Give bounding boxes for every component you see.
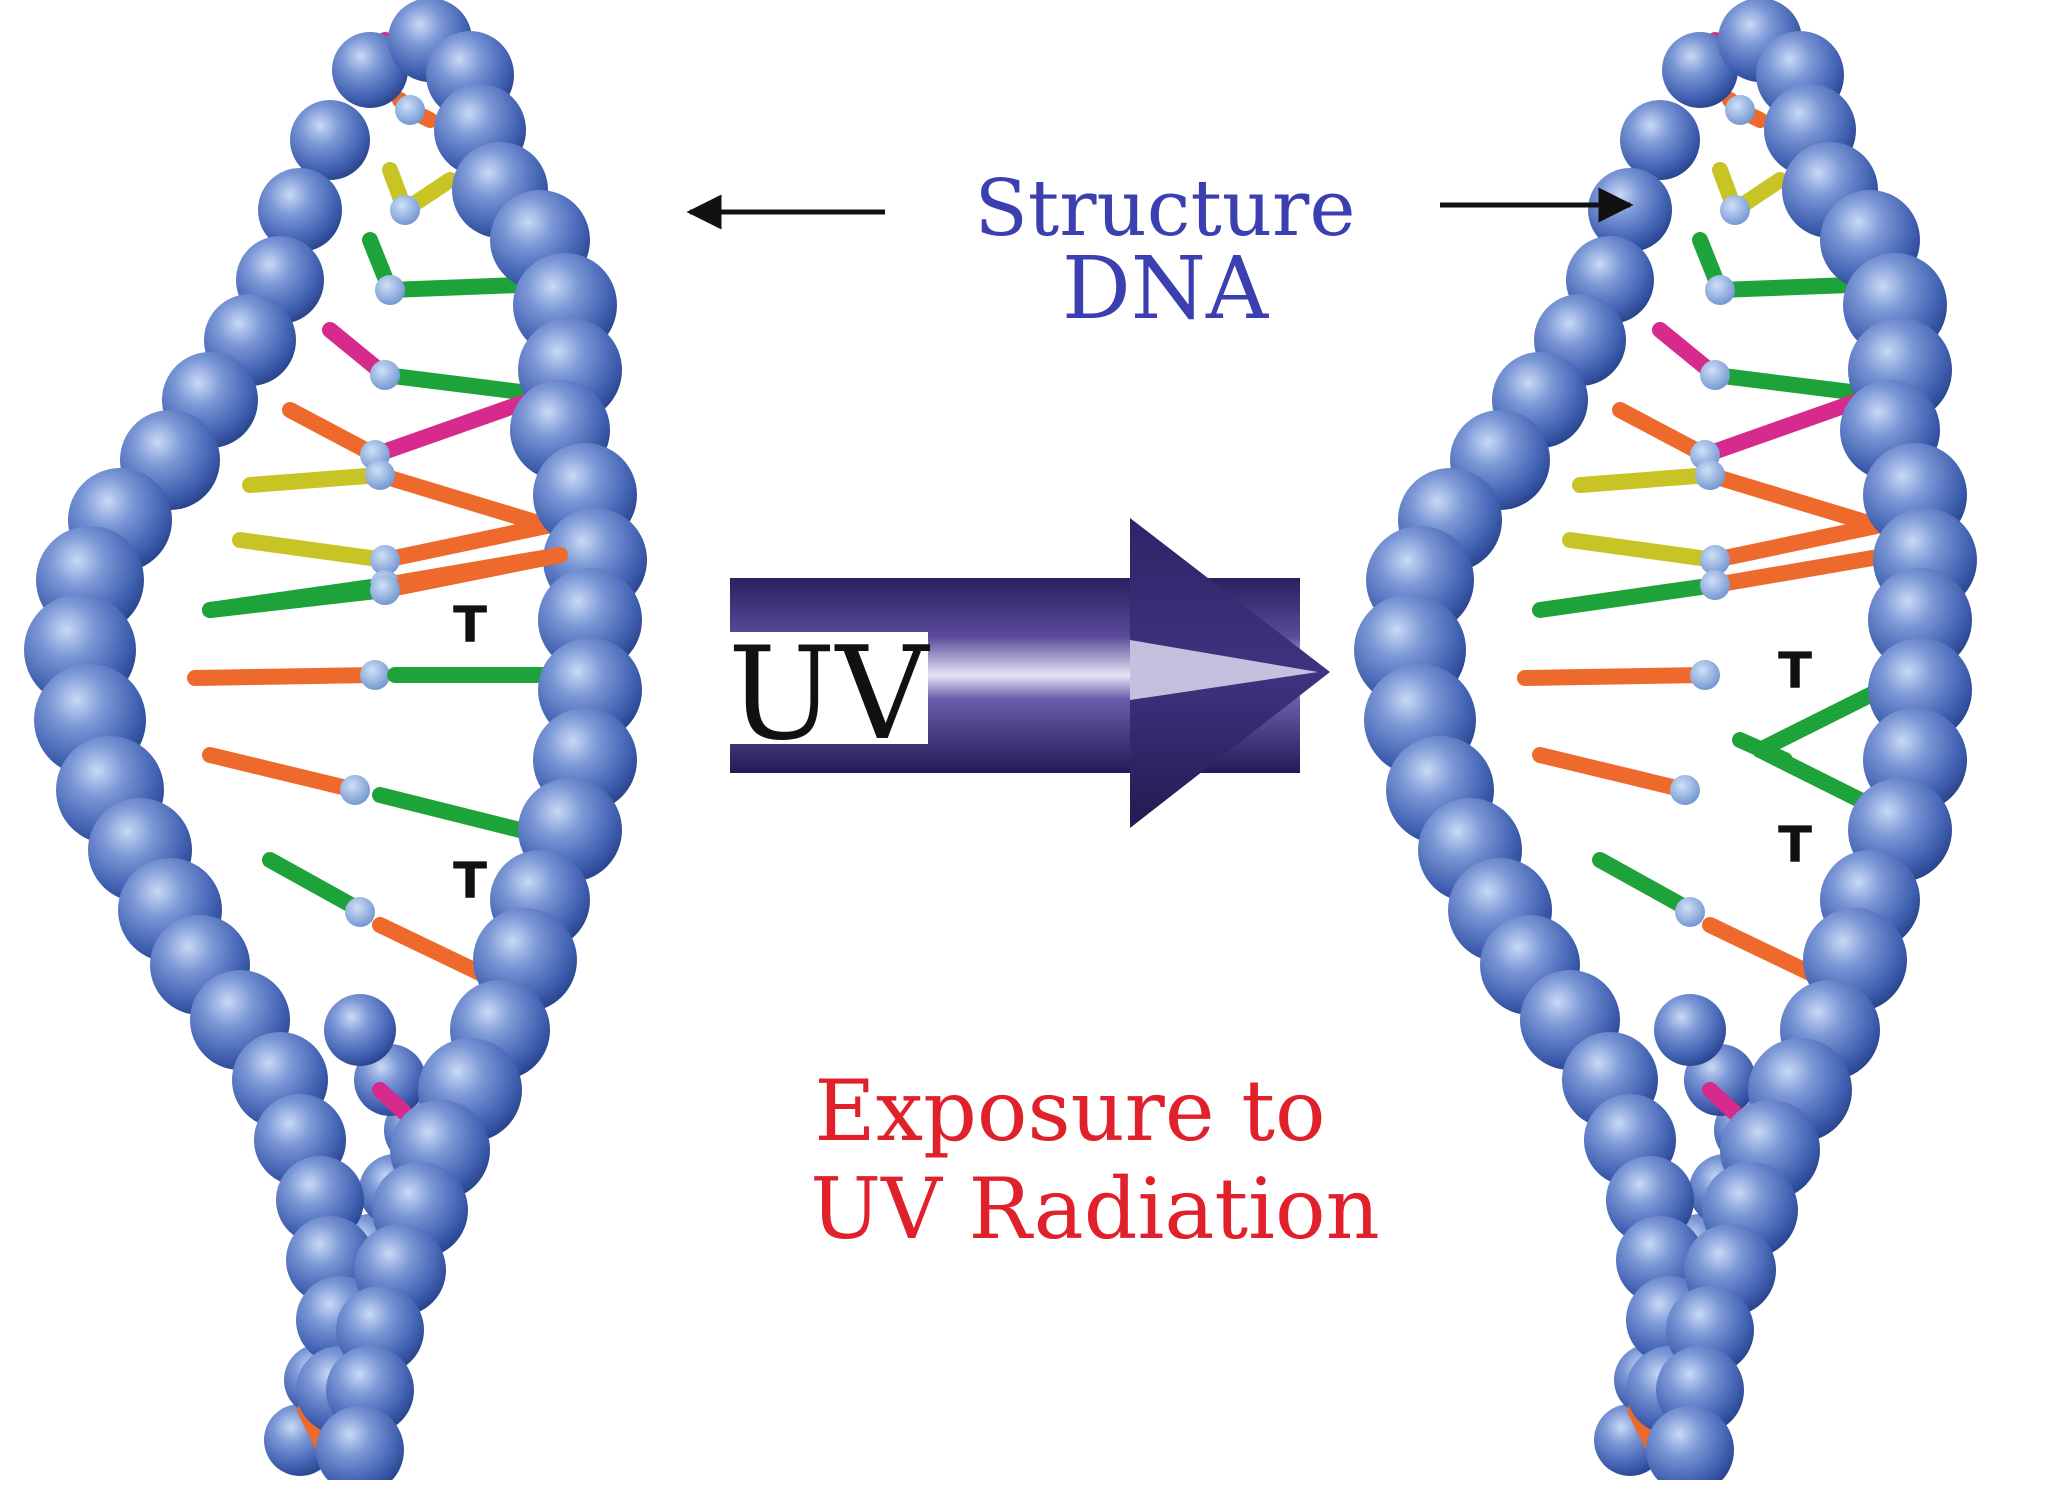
exposure-label: Exposure to UV Radiation — [810, 1062, 1379, 1258]
base-node-lower — [1675, 897, 1705, 927]
base-pair-right — [1707, 367, 1883, 403]
base-right — [377, 547, 568, 598]
base-pair-node — [390, 195, 420, 225]
thymine-label-right-top: T — [1778, 642, 1812, 700]
base-left-row-b — [202, 747, 363, 798]
thymine-label-right-bottom: T — [1778, 816, 1812, 874]
base-left-row-a — [1517, 667, 1713, 686]
base-node-row-b — [340, 775, 370, 805]
base-pair-left — [1612, 402, 1713, 463]
base-left-lower — [262, 852, 368, 918]
dna-label: DNA — [1062, 239, 1269, 339]
base-node-row-a — [360, 660, 390, 690]
thymine-dimer-arm-top — [1752, 682, 1888, 758]
base-pair-right — [1702, 467, 1883, 533]
thymine-label-left-top: T — [453, 596, 487, 654]
base-node-row-a — [1690, 660, 1720, 690]
base-pair-node — [1700, 545, 1730, 575]
thymine-dimer-link — [1732, 732, 1793, 768]
backbone-bead — [324, 994, 396, 1066]
backbone-bead-outer — [290, 100, 370, 180]
base-pair-left — [242, 467, 388, 493]
base-pair-node — [1720, 195, 1750, 225]
base-node-row-b — [1670, 775, 1700, 805]
base-left-row-b — [1532, 747, 1693, 798]
backbone-bead-outer — [258, 168, 342, 252]
base-pair-right — [382, 277, 528, 298]
exposure-line-2: UV Radiation — [810, 1160, 1379, 1258]
backbone-bead-outer — [1662, 32, 1738, 108]
base-pair-node — [1725, 95, 1755, 125]
dna-helix-after — [202, 0, 1977, 1485]
base-pair-node — [370, 360, 400, 390]
dna-helix-before — [24, 0, 647, 1485]
base-pair-right — [1707, 512, 1913, 568]
structure-dna-label: Structure DNA — [686, 164, 1634, 339]
backbone-bead — [1654, 994, 1726, 1066]
base-pair-right — [372, 467, 553, 533]
thymine-label-left-bottom: T — [453, 852, 487, 910]
backbone-bead-outer — [332, 32, 408, 108]
backbone-bead-front — [1646, 1406, 1734, 1485]
base-node-lower — [345, 897, 375, 927]
uv-arrow: UV — [728, 518, 1330, 828]
base-pair-node — [1705, 275, 1735, 305]
base-pair-node — [1700, 360, 1730, 390]
base-pair-right — [1697, 387, 1883, 463]
base-pair-left — [232, 532, 393, 568]
base-pair-node — [375, 275, 405, 305]
uv-text-box — [728, 632, 928, 744]
base-pair-node — [370, 545, 400, 575]
base-node — [370, 575, 400, 605]
thymine-base-bottom — [372, 787, 548, 843]
base-pair-right — [1712, 277, 1858, 298]
base-pair-node — [365, 460, 395, 490]
base-pair-left — [1532, 577, 1723, 618]
base-pair-node — [395, 95, 425, 125]
base-left-row-a — [187, 667, 383, 686]
base-pair-left — [282, 402, 383, 463]
backbone-bead-front — [316, 1406, 404, 1485]
uv-arrow-text: UV — [728, 620, 931, 769]
base-left-lower — [1592, 852, 1698, 918]
base-pair-left — [1562, 532, 1723, 568]
uv-arrow-head-highlight — [1130, 640, 1318, 700]
base-pair-right — [377, 512, 583, 568]
base-pair-right — [1707, 547, 1898, 593]
base-pair-right — [367, 387, 553, 463]
base-left — [202, 582, 393, 618]
base-pair-node — [1695, 460, 1725, 490]
backbone-bead-outer — [1620, 100, 1700, 180]
exposure-line-1: Exposure to — [814, 1062, 1325, 1160]
structure-label: Structure — [974, 164, 1355, 254]
base-pair-right — [377, 367, 553, 403]
base-pair-left — [1572, 467, 1718, 493]
base-pair-node — [1700, 570, 1730, 600]
